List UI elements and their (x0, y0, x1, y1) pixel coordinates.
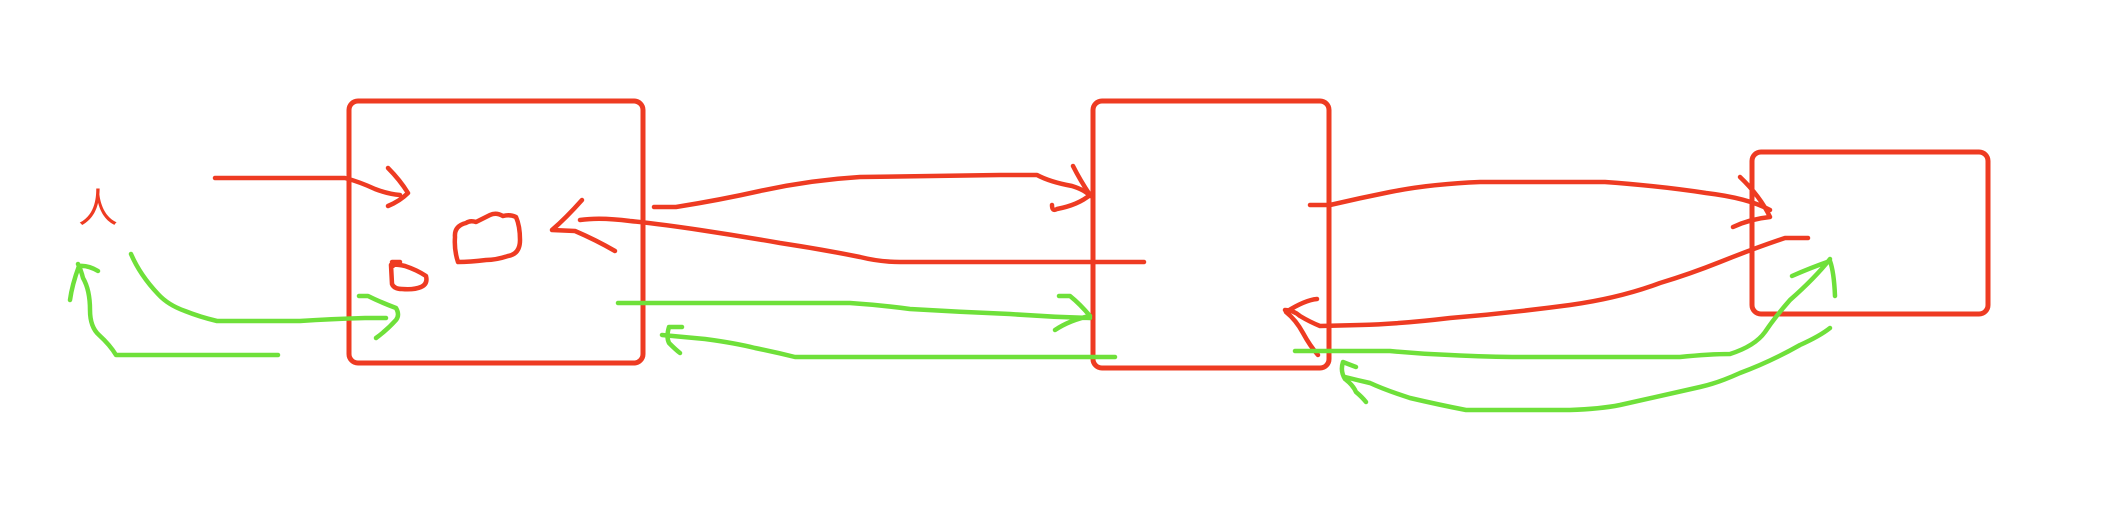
green-arrow-left-to-middle (615, 293, 1093, 333)
small-box-icon (388, 259, 429, 292)
box-middle (1090, 98, 1332, 371)
red-arrow-left-to-middle (651, 163, 1093, 213)
green-arrow-box-to-person (67, 261, 281, 358)
green-arrow-person-to-box (128, 251, 401, 341)
red-arrow-inner-left (549, 197, 618, 254)
red-arrow-person-to-box (212, 165, 411, 209)
box-left (346, 98, 646, 366)
box-right (1749, 149, 1991, 317)
cloud-icon (452, 211, 523, 265)
red-arrow-middle-to-right (1307, 174, 1773, 230)
red-line-middle-to-left (577, 216, 1147, 265)
green-arrow-middle-to-right (1292, 256, 1838, 360)
green-arrow-middle-to-left (659, 324, 1118, 360)
green-arrow-right-to-middle (1339, 325, 1833, 413)
person-label: 人 (78, 186, 118, 232)
red-arrow-right-to-middle (1282, 235, 1811, 358)
